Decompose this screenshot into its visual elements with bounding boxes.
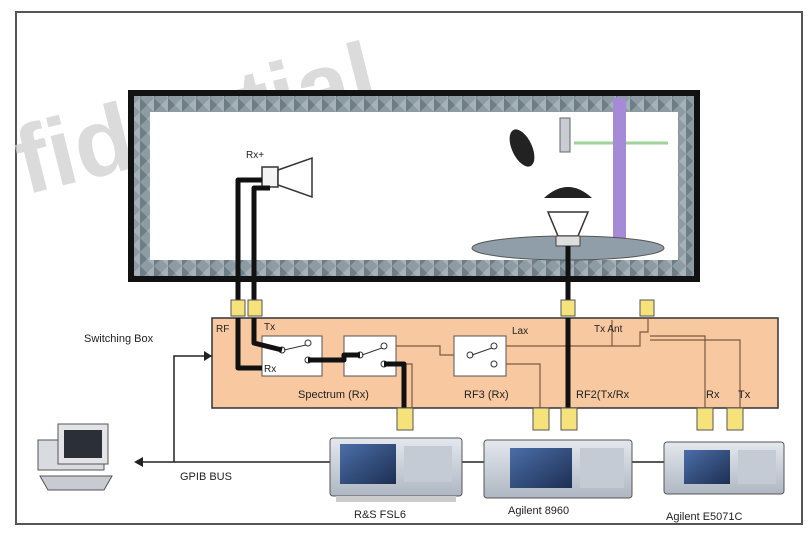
port-label-tx: Tx — [264, 322, 275, 333]
gpib-bus-label: GPIB BUS — [180, 471, 232, 483]
instrument-icon — [329, 437, 463, 502]
connectors — [230, 299, 744, 431]
port-label-rf: RF — [216, 324, 229, 335]
connector — [726, 407, 744, 431]
port-label-bottom-tx: Tx — [738, 389, 751, 401]
path-label-rf3: RF3 (Rx) — [464, 389, 509, 401]
instrument-icon — [663, 441, 785, 495]
connector — [560, 299, 576, 317]
connector — [532, 407, 550, 431]
positioner-mast — [613, 98, 626, 248]
rf-switch-icon — [453, 335, 507, 377]
port-label-bottom-rx: Rx — [706, 389, 720, 401]
gpib-bus-lines — [140, 355, 664, 463]
coax-cables — [235, 177, 571, 408]
port-label-tx-ant: Tx Ant — [594, 324, 623, 335]
arrow-icon — [134, 457, 143, 467]
connector — [230, 299, 246, 317]
arrow-icon — [204, 351, 212, 361]
instrument-icon — [483, 439, 633, 499]
pc-icon — [37, 423, 113, 491]
path-label-spectrum: Spectrum (Rx) — [298, 389, 369, 401]
instrument-label-rs-fsl6: R&S FSL6 — [354, 509, 406, 521]
instrument-label-agilent-8960: Agilent 8960 — [508, 505, 569, 517]
outer-frame — [15, 11, 803, 525]
connector — [396, 407, 414, 431]
connector — [247, 299, 263, 317]
antenna-label: Rx+ — [246, 150, 264, 161]
horn-antenna-icon — [261, 156, 313, 199]
instrument-label-agilent-e5071c: Agilent E5071C — [666, 511, 742, 523]
rf-switch-icon — [261, 335, 323, 377]
switching-box-title: Switching Box — [84, 333, 154, 345]
port-label-rx: Rx — [264, 364, 276, 375]
internal-wiring — [396, 318, 741, 408]
path-label-rf2: RF2(Tx/Rx — [576, 389, 630, 401]
connector — [639, 299, 655, 317]
port-label-lna: Lax — [512, 326, 528, 337]
connector — [696, 407, 714, 431]
connector — [560, 407, 578, 431]
